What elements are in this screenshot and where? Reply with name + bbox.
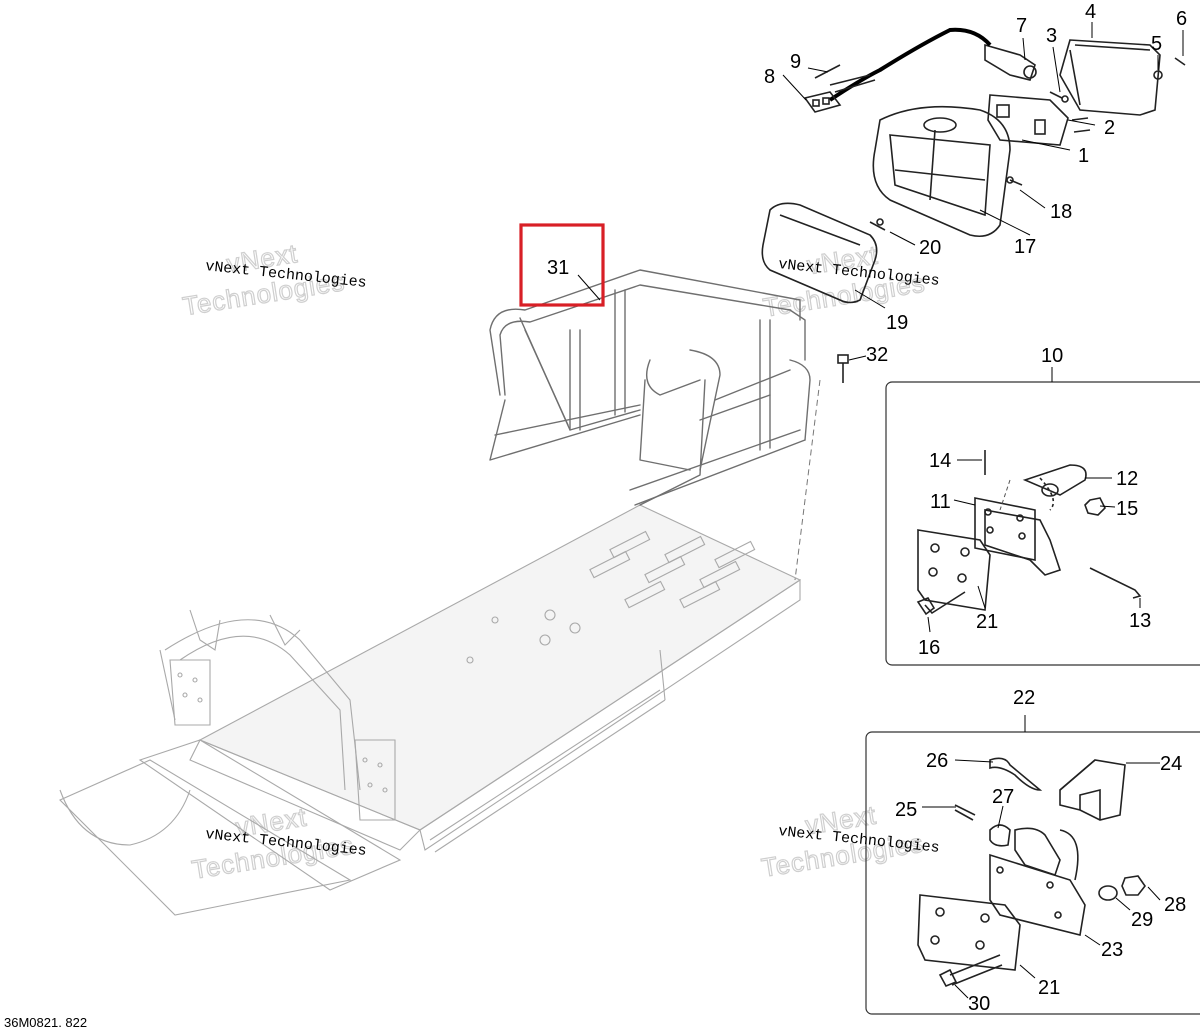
callout-30: 30 (968, 993, 990, 1015)
hitch-plate-assembly (916, 450, 1142, 616)
drawing-reference-code: 36M0821. 822 (4, 1015, 87, 1030)
callout-9: 9 (790, 51, 801, 73)
taillight-housing (761, 27, 1186, 383)
detail-box-hitch-10 (885, 381, 1200, 666)
callout-27: 27 (992, 786, 1014, 808)
callout-20: 20 (919, 237, 941, 259)
highlight-box-31 (519, 223, 605, 307)
callout-19: 19 (886, 312, 908, 334)
leader-lines (577, 22, 1184, 999)
callout-31: 31 (547, 257, 569, 279)
callout-28: 28 (1164, 894, 1186, 916)
callout-14: 14 (929, 450, 951, 472)
callout-21-upper: 21 (976, 611, 998, 633)
callout-3: 3 (1046, 25, 1057, 47)
callout-6: 6 (1176, 8, 1187, 30)
callout-2: 2 (1104, 117, 1115, 139)
callout-23: 23 (1101, 939, 1123, 961)
hitch-clip-assembly (917, 757, 1146, 988)
callout-32: 32 (866, 344, 888, 366)
callout-26: 26 (926, 750, 948, 772)
callout-4: 4 (1085, 1, 1096, 23)
callout-8: 8 (764, 66, 775, 88)
callout-25: 25 (895, 799, 917, 821)
callout-1: 1 (1078, 145, 1089, 167)
callout-5: 5 (1151, 33, 1162, 55)
callout-16: 16 (918, 637, 940, 659)
callout-11: 11 (930, 491, 951, 513)
callout-22: 22 (1013, 687, 1035, 709)
callout-12: 12 (1116, 468, 1138, 490)
callout-18: 18 (1050, 201, 1072, 223)
callout-29: 29 (1131, 909, 1153, 931)
callout-24: 24 (1160, 753, 1182, 775)
callout-17: 17 (1014, 236, 1036, 258)
chassis-tunnel (59, 504, 802, 916)
callout-10: 10 (1041, 345, 1063, 367)
callout-7: 7 (1016, 15, 1027, 37)
callout-13: 13 (1129, 610, 1151, 632)
callout-21-lower: 21 (1038, 977, 1060, 999)
callout-15: 15 (1116, 498, 1138, 520)
detail-box-hitch-22 (865, 731, 1200, 1015)
callout-labels: 1 2 3 4 5 6 7 8 9 10 11 12 13 14 15 16 1… (547, 1, 1187, 1015)
